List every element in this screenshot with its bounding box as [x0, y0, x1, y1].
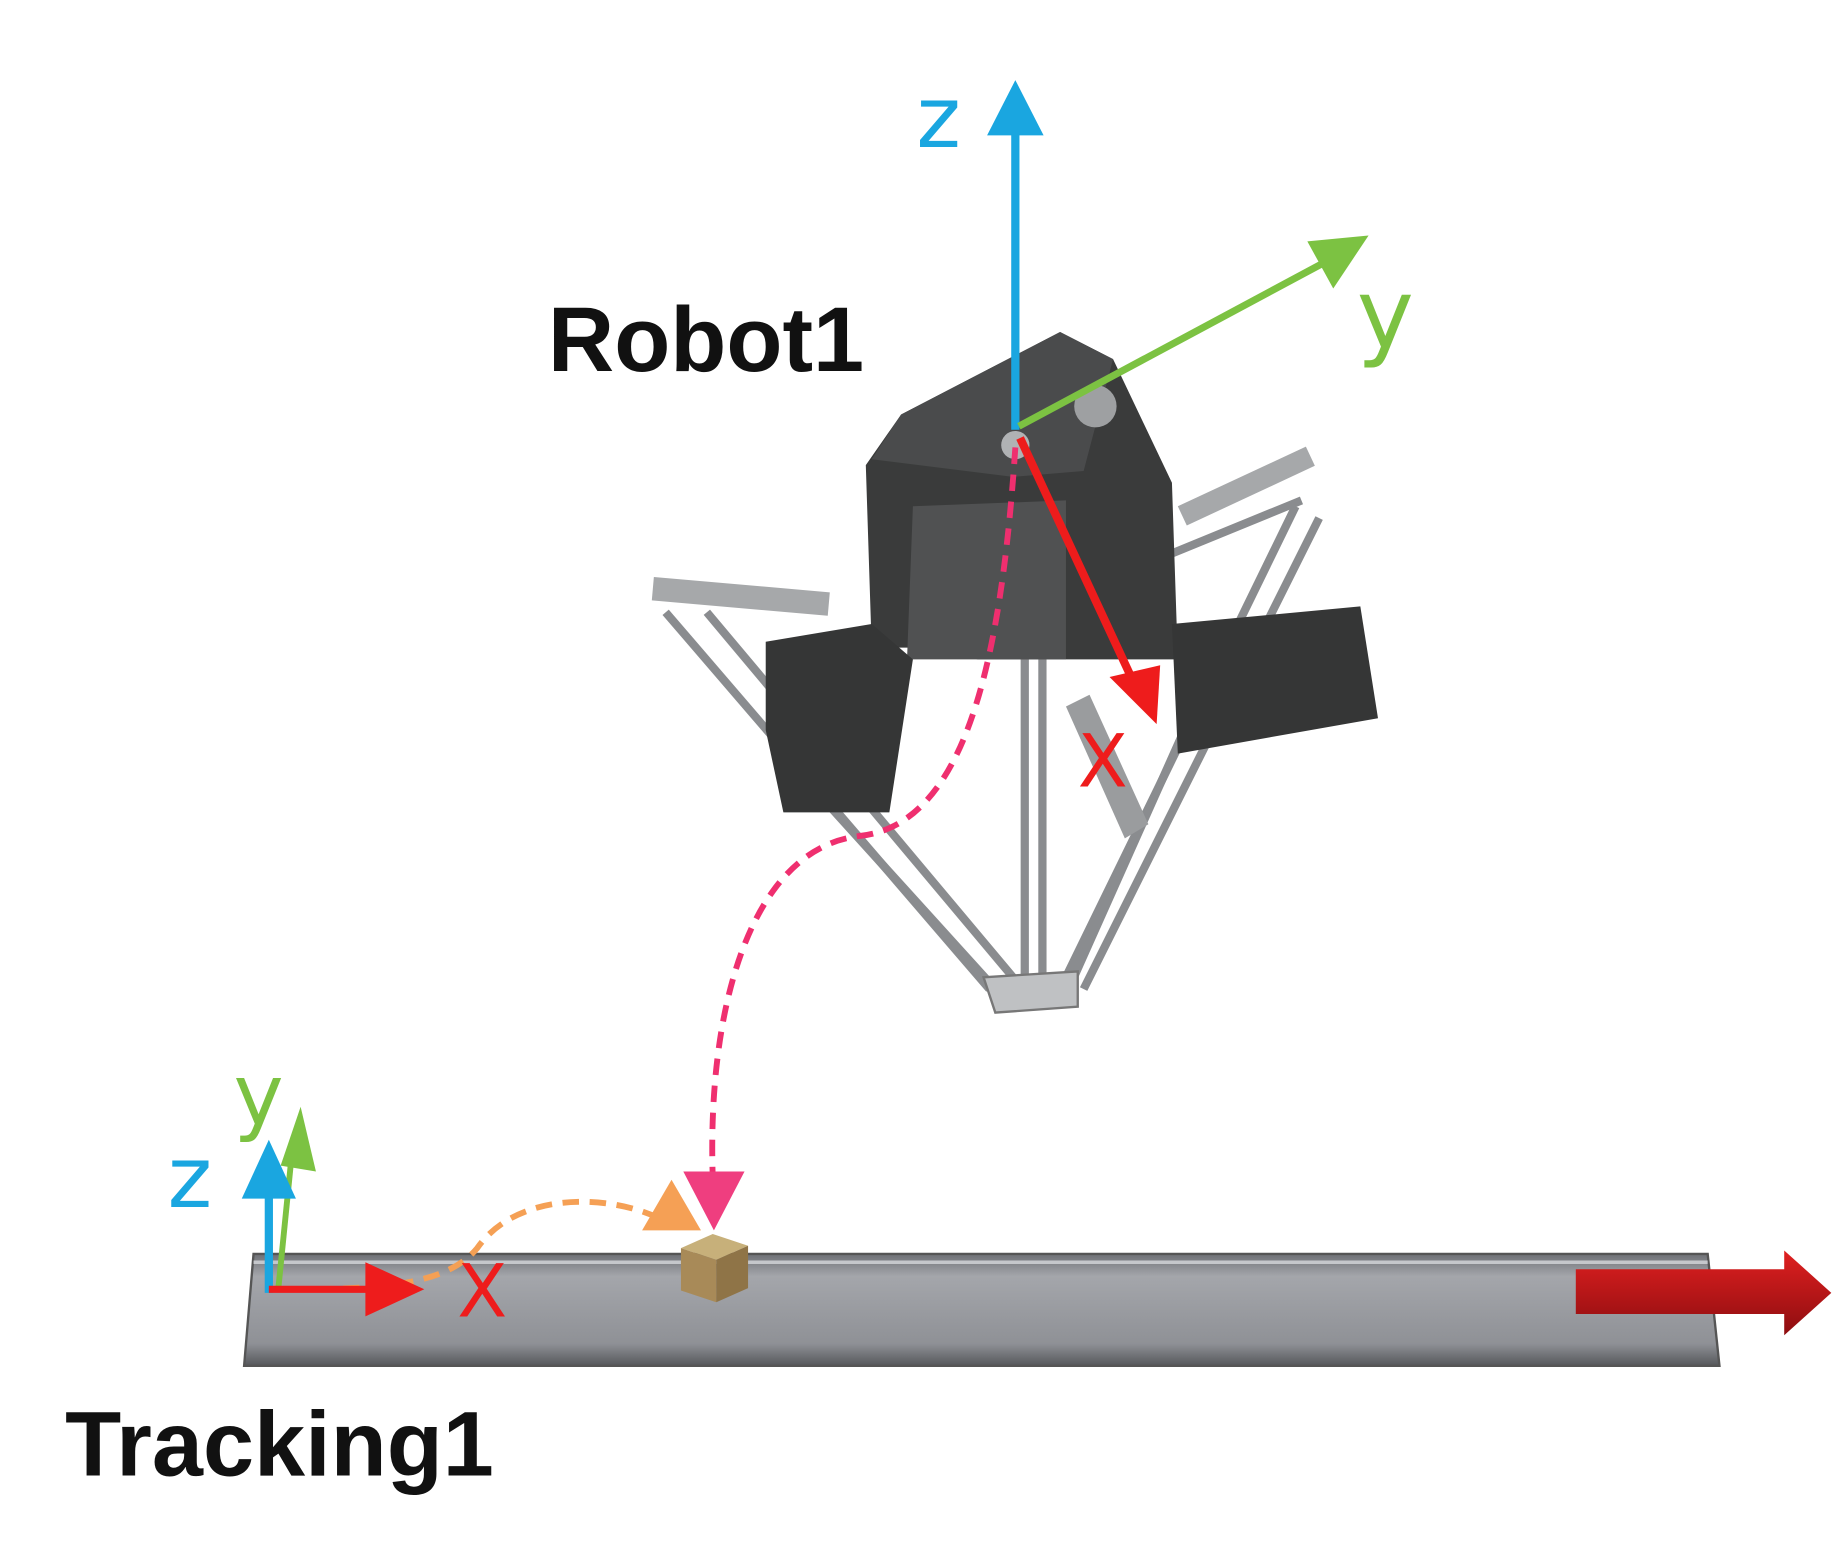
robot-z-arrowhead — [987, 80, 1044, 136]
tracking-label: Tracking1 — [65, 1393, 494, 1495]
tracking-x-label: X — [457, 1249, 507, 1334]
robot-y-label: y — [1357, 257, 1414, 370]
tracking-path-arrowhead — [642, 1179, 701, 1231]
pick-path-arrowhead — [683, 1171, 745, 1231]
conveyor-direction-arrow — [1575, 1250, 1832, 1336]
robot-z-label: z — [916, 68, 961, 167]
tracking-x-arrowhead — [365, 1262, 425, 1317]
delta-robot — [651, 332, 1378, 1014]
conveyor — [242, 1252, 1721, 1368]
pick-path — [709, 447, 1019, 1178]
tracking-z-arrowhead — [241, 1139, 296, 1199]
robot-x-label: X — [1078, 720, 1128, 805]
tracking-y-arrowhead — [280, 1106, 316, 1172]
robot-y-arrowhead — [1307, 235, 1369, 289]
package-box — [680, 1233, 749, 1303]
robot-label: Robot1 — [548, 289, 864, 391]
robot-frame — [987, 80, 1369, 725]
tracking-z-label: z — [168, 1128, 213, 1227]
tracking-frame — [241, 1106, 425, 1317]
robot-x-arrowhead — [1109, 665, 1161, 725]
tracking-y-label: y — [234, 1045, 284, 1144]
